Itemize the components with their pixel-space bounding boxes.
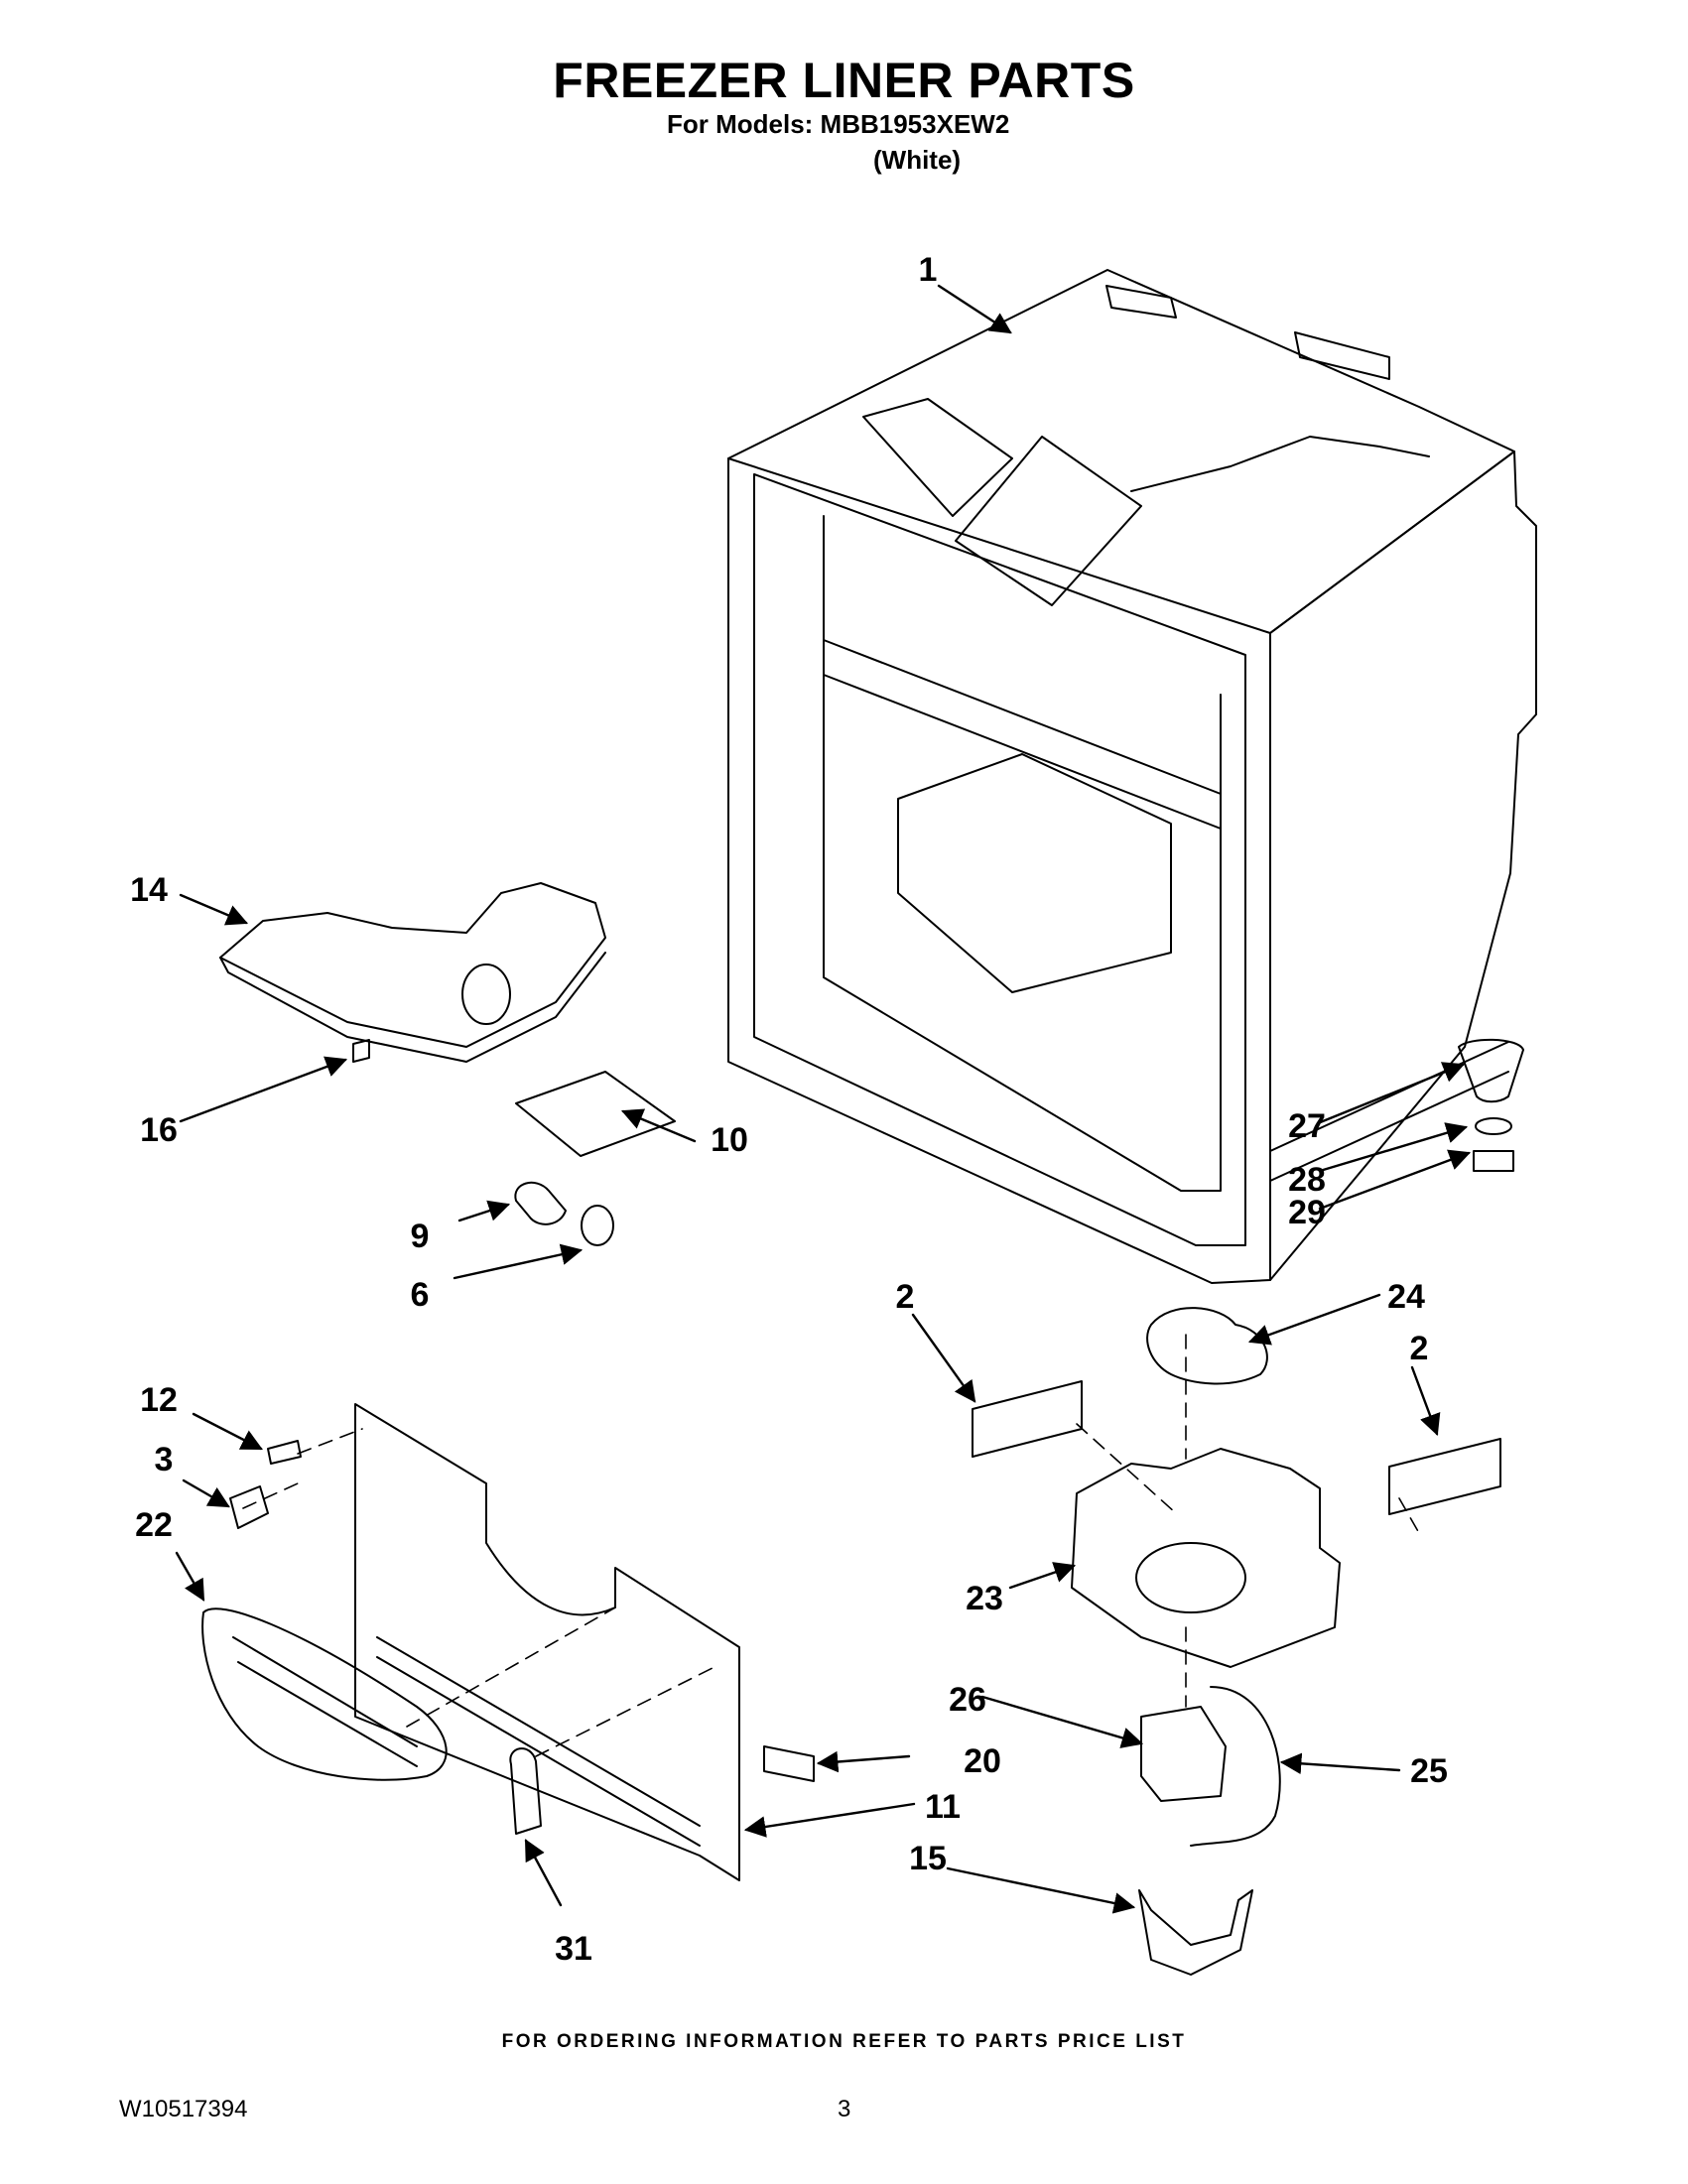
- callout-6: 6: [411, 1276, 430, 1314]
- ordering-note: FOR ORDERING INFORMATION REFER TO PARTS …: [501, 2031, 1187, 2052]
- callout-26: 26: [949, 1681, 986, 1719]
- color-line: (White): [873, 145, 962, 175]
- part-2-pad-right: [1388, 1438, 1501, 1515]
- part-24-fan-blade: [1146, 1307, 1268, 1385]
- part-29-plug: [1473, 1150, 1514, 1172]
- callout-14: 14: [130, 871, 168, 909]
- page-number: 3: [838, 2096, 851, 2122]
- page-title: FREEZER LINER PARTS: [553, 53, 1135, 108]
- callout-27: 27: [1288, 1107, 1326, 1145]
- callout-12: 12: [140, 1381, 178, 1419]
- part-3-bracket: [229, 1485, 269, 1529]
- part-16-clip: [352, 1039, 370, 1063]
- callout-22: 22: [135, 1506, 173, 1544]
- part-6-socket: [581, 1205, 614, 1246]
- callout-1: 1: [919, 251, 938, 289]
- callout-11: 11: [925, 1788, 961, 1826]
- callout-9: 9: [411, 1218, 430, 1255]
- callout-15: 15: [909, 1840, 947, 1877]
- callout-24: 24: [1387, 1278, 1425, 1316]
- part-25-wire-harness: [1190, 1686, 1281, 1847]
- doc-number: W10517394: [119, 2096, 248, 2122]
- part-28-ring: [1475, 1117, 1512, 1135]
- callout-31: 31: [555, 1930, 592, 1968]
- callout-28: 28: [1288, 1161, 1326, 1199]
- part-9-bulb: [514, 1181, 567, 1225]
- callout-10: 10: [711, 1121, 748, 1159]
- leader-arrows: [175, 284, 1472, 1914]
- part-12-screw: [267, 1440, 302, 1465]
- alignment-lines: [242, 1334, 1420, 1757]
- part-14-housing: [219, 882, 606, 1063]
- callout-2: 2: [1410, 1330, 1429, 1367]
- part-22-grille: [201, 1607, 448, 1781]
- callout-16: 16: [140, 1111, 178, 1149]
- part-freezer-liner: [727, 269, 1537, 1284]
- part-2-pad-left: [972, 1380, 1083, 1458]
- part-15-bracket: [1138, 1889, 1253, 1976]
- part-23-fan-shroud: [1071, 1448, 1341, 1668]
- part-26-fan-motor: [1140, 1706, 1227, 1802]
- callout-3: 3: [155, 1441, 174, 1478]
- part-11-evaporator-cover: [354, 1403, 815, 1881]
- callout-23: 23: [966, 1580, 1003, 1617]
- part-27-cap: [1458, 1038, 1524, 1103]
- callout-25: 25: [1410, 1752, 1448, 1790]
- callout-29: 29: [1288, 1194, 1326, 1231]
- callout-20: 20: [964, 1742, 1001, 1780]
- callout-2: 2: [896, 1278, 915, 1316]
- part-10-pad: [515, 1071, 676, 1157]
- models-line: For Models: MBB1953XEW2: [667, 109, 1010, 139]
